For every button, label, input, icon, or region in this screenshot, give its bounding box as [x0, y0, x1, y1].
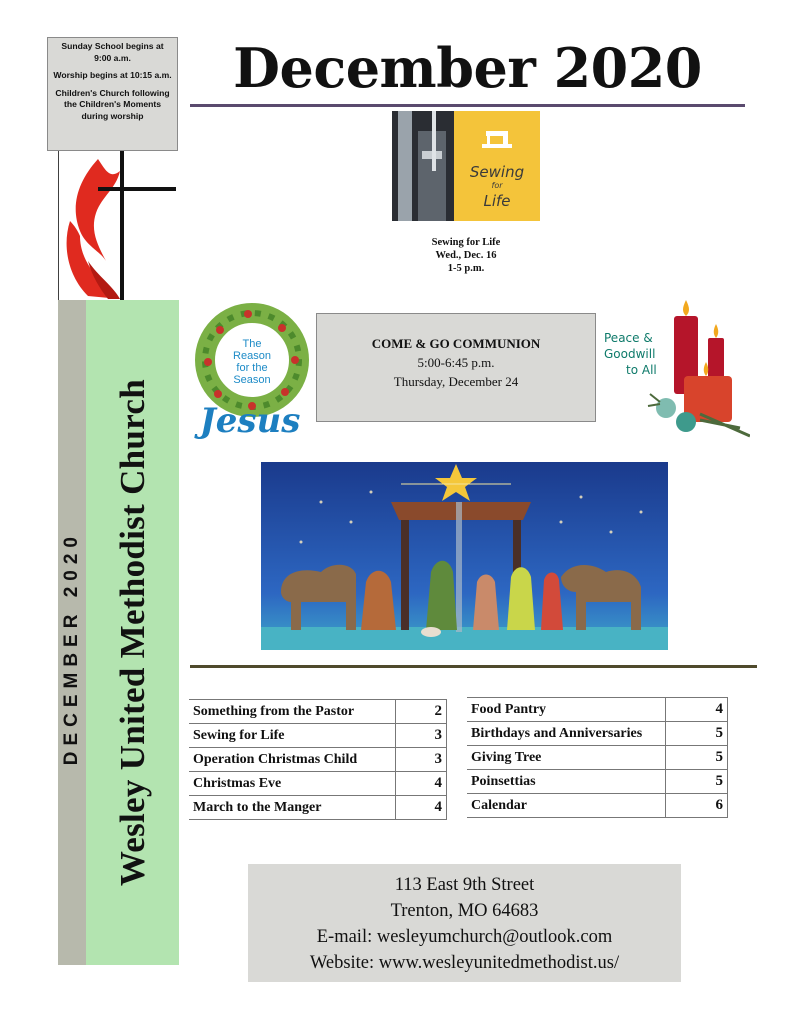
service-times-box: Sunday School begins at 9:00 a.m. Worshi…: [47, 37, 178, 151]
cross-and-flame-logo: [58, 151, 176, 301]
email-address[interactable]: E-mail: wesleyumchurch@outlook.com: [316, 927, 613, 947]
sewing-machine-icon: [482, 131, 512, 148]
sidebar-name-wrapper: Wesley United Methodist Church: [86, 300, 179, 965]
candles-text-3: to All: [626, 363, 657, 377]
contents-divider: [190, 665, 757, 668]
contact-box: 113 East 9th Street Trenton, MO 64683 E-…: [248, 864, 681, 982]
sewing-caption: Sewing for Life Wed., Dec. 16 1-5 p.m.: [392, 236, 540, 275]
wreath-text-2: Reason: [233, 350, 271, 362]
contents-title: Christmas Eve: [189, 771, 396, 796]
title-divider: [190, 104, 745, 107]
sidebar-date: DECEMBER 2020: [61, 530, 82, 765]
city-address: Trenton, MO 64683: [390, 901, 539, 921]
candles-text-2: Goodwill: [604, 347, 655, 361]
sewing-caption-title: Sewing for Life: [431, 237, 501, 248]
sidebar-gray-band: [58, 300, 86, 965]
sewing-for-life-image: Sewing for Life: [392, 111, 540, 221]
contents-page: 6: [665, 793, 728, 818]
contents-title: Poinsettias: [467, 769, 666, 794]
contents-page: 4: [665, 697, 728, 722]
peace-goodwill-candles: Peace & Goodwill to All: [604, 300, 750, 438]
childrens-church-note: Children's Church following the Children…: [55, 87, 170, 121]
communion-time: 5:00-6:45 p.m.: [417, 355, 495, 370]
contents-title: Birthdays and Anniversaries: [467, 721, 666, 746]
candles-text-1: Peace &: [604, 331, 653, 345]
street-address: 113 East 9th Street: [394, 875, 535, 895]
sewing-caption-date: Wed., Dec. 16: [435, 250, 497, 261]
wreath-text-1: The: [243, 338, 262, 350]
wreath-text-3: for the: [236, 362, 267, 374]
star-icon: [401, 464, 511, 501]
contents-page: 5: [665, 745, 728, 770]
contents-title: Sewing for Life: [189, 723, 396, 748]
contents-page: 5: [665, 769, 728, 794]
contents-title: Calendar: [467, 793, 666, 818]
sewing-image-word2: for: [492, 181, 504, 190]
contents-title: Food Pantry: [467, 697, 666, 722]
contents-title: Giving Tree: [467, 745, 666, 770]
contents-title: Operation Christmas Child: [189, 747, 396, 772]
newsletter-title: December 2020: [233, 36, 702, 100]
contents-page: 5: [665, 721, 728, 746]
sewing-caption-time: 1-5 p.m.: [447, 263, 485, 274]
wreath-jesus-script: Jesus: [194, 401, 301, 441]
reason-for-season-wreath: The Reason for the Season Jesus: [194, 303, 309, 441]
sewing-image-word1: Sewing: [470, 163, 524, 181]
website-address[interactable]: Website: www.wesleyunitedmethodist.us/: [309, 953, 620, 973]
contents-page: 3: [395, 723, 447, 748]
communion-title: COME & GO COMMUNION: [371, 336, 541, 351]
church-name: Wesley United Methodist Church: [112, 378, 152, 887]
wreath-text-4: Season: [233, 374, 270, 386]
worship-time: Worship begins at 10:15 a.m.: [53, 70, 172, 80]
nativity-scene-image: [261, 462, 668, 650]
flame-icon: [683, 300, 689, 316]
sewing-image-word3: Life: [483, 192, 510, 210]
contents-title: Something from the Pastor: [189, 699, 396, 724]
communion-date: Thursday, December 24: [393, 374, 519, 389]
contents-title: March to the Manger: [189, 795, 396, 820]
sidebar-green-band: [86, 300, 179, 965]
contents-page: 3: [395, 747, 447, 772]
contents-page: 4: [395, 795, 447, 820]
contents-page: 4: [395, 771, 447, 796]
communion-box: COME & GO COMMUNION 5:00-6:45 p.m. Thurs…: [316, 313, 596, 422]
contents-page: 2: [395, 699, 447, 724]
sunday-school-time: Sunday School begins at 9:00 a.m.: [61, 41, 164, 63]
sidebar-date-wrapper: DECEMBER 2020: [58, 300, 86, 965]
